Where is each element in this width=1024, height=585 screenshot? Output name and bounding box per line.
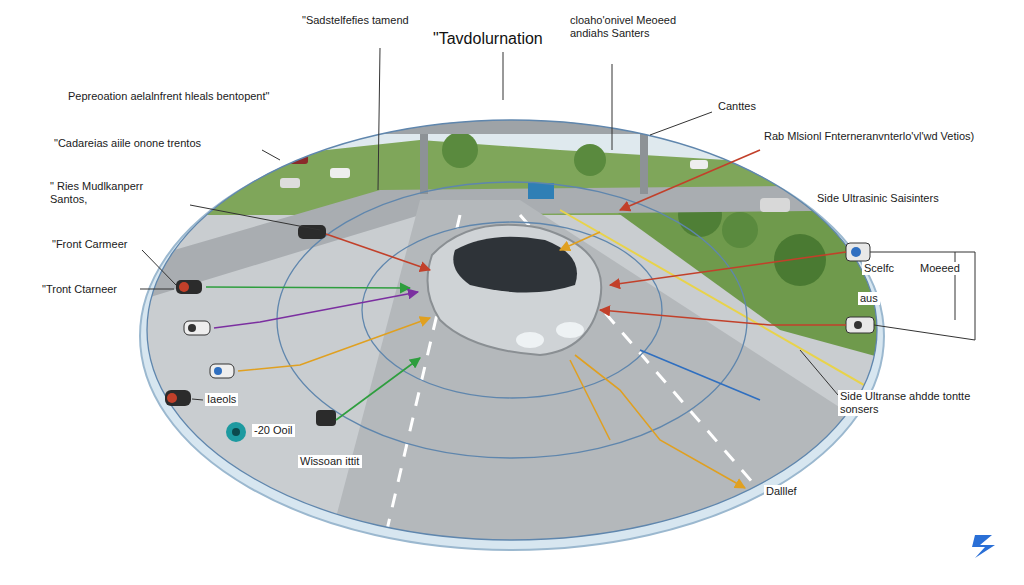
callout-label: -20 Ooil — [252, 424, 295, 437]
callout-label: "Sadstelfefies tamend — [300, 14, 422, 27]
callout-label: Side Ultrasinic Saisinters — [815, 192, 941, 205]
sensor-icons — [165, 225, 874, 442]
corner-logo — [972, 535, 995, 558]
car-figure — [428, 225, 602, 355]
signal-arrows — [206, 150, 846, 488]
callout-label: aus — [858, 292, 880, 305]
callout-label: Iaeols — [205, 393, 238, 406]
callout-label: Moeeed — [918, 262, 962, 275]
callout-label: Pepreoation aelalnfrent hleals bentopent… — [66, 90, 271, 103]
callout-label: "Front Carmeer — [50, 238, 129, 251]
road-scene — [140, 110, 900, 560]
callout-label: "Cadareias aiile onone trentos — [52, 137, 203, 150]
callout-label: Scelfc — [862, 262, 896, 275]
callout-label: Side Ultranse ahdde tontte sonsers — [838, 390, 992, 416]
callout-label: Rab Mlsionl Fnterneranvnterlo'vl'wd Veti… — [762, 130, 996, 143]
diagram-title: "Tavdolurnation — [430, 30, 546, 48]
callout-label: "Tront Ctarneer — [40, 283, 119, 296]
callout-label: Wissoan ittit — [298, 455, 362, 468]
callout-label: cloaho'onivel Meoeed andiahs Santers — [568, 14, 692, 40]
range-rings — [147, 120, 877, 540]
callout-label: Dalllef — [764, 485, 799, 498]
callout-label: " Ries Mudlkanperr Santos, — [48, 180, 162, 206]
callout-label: Canttes — [716, 100, 758, 113]
